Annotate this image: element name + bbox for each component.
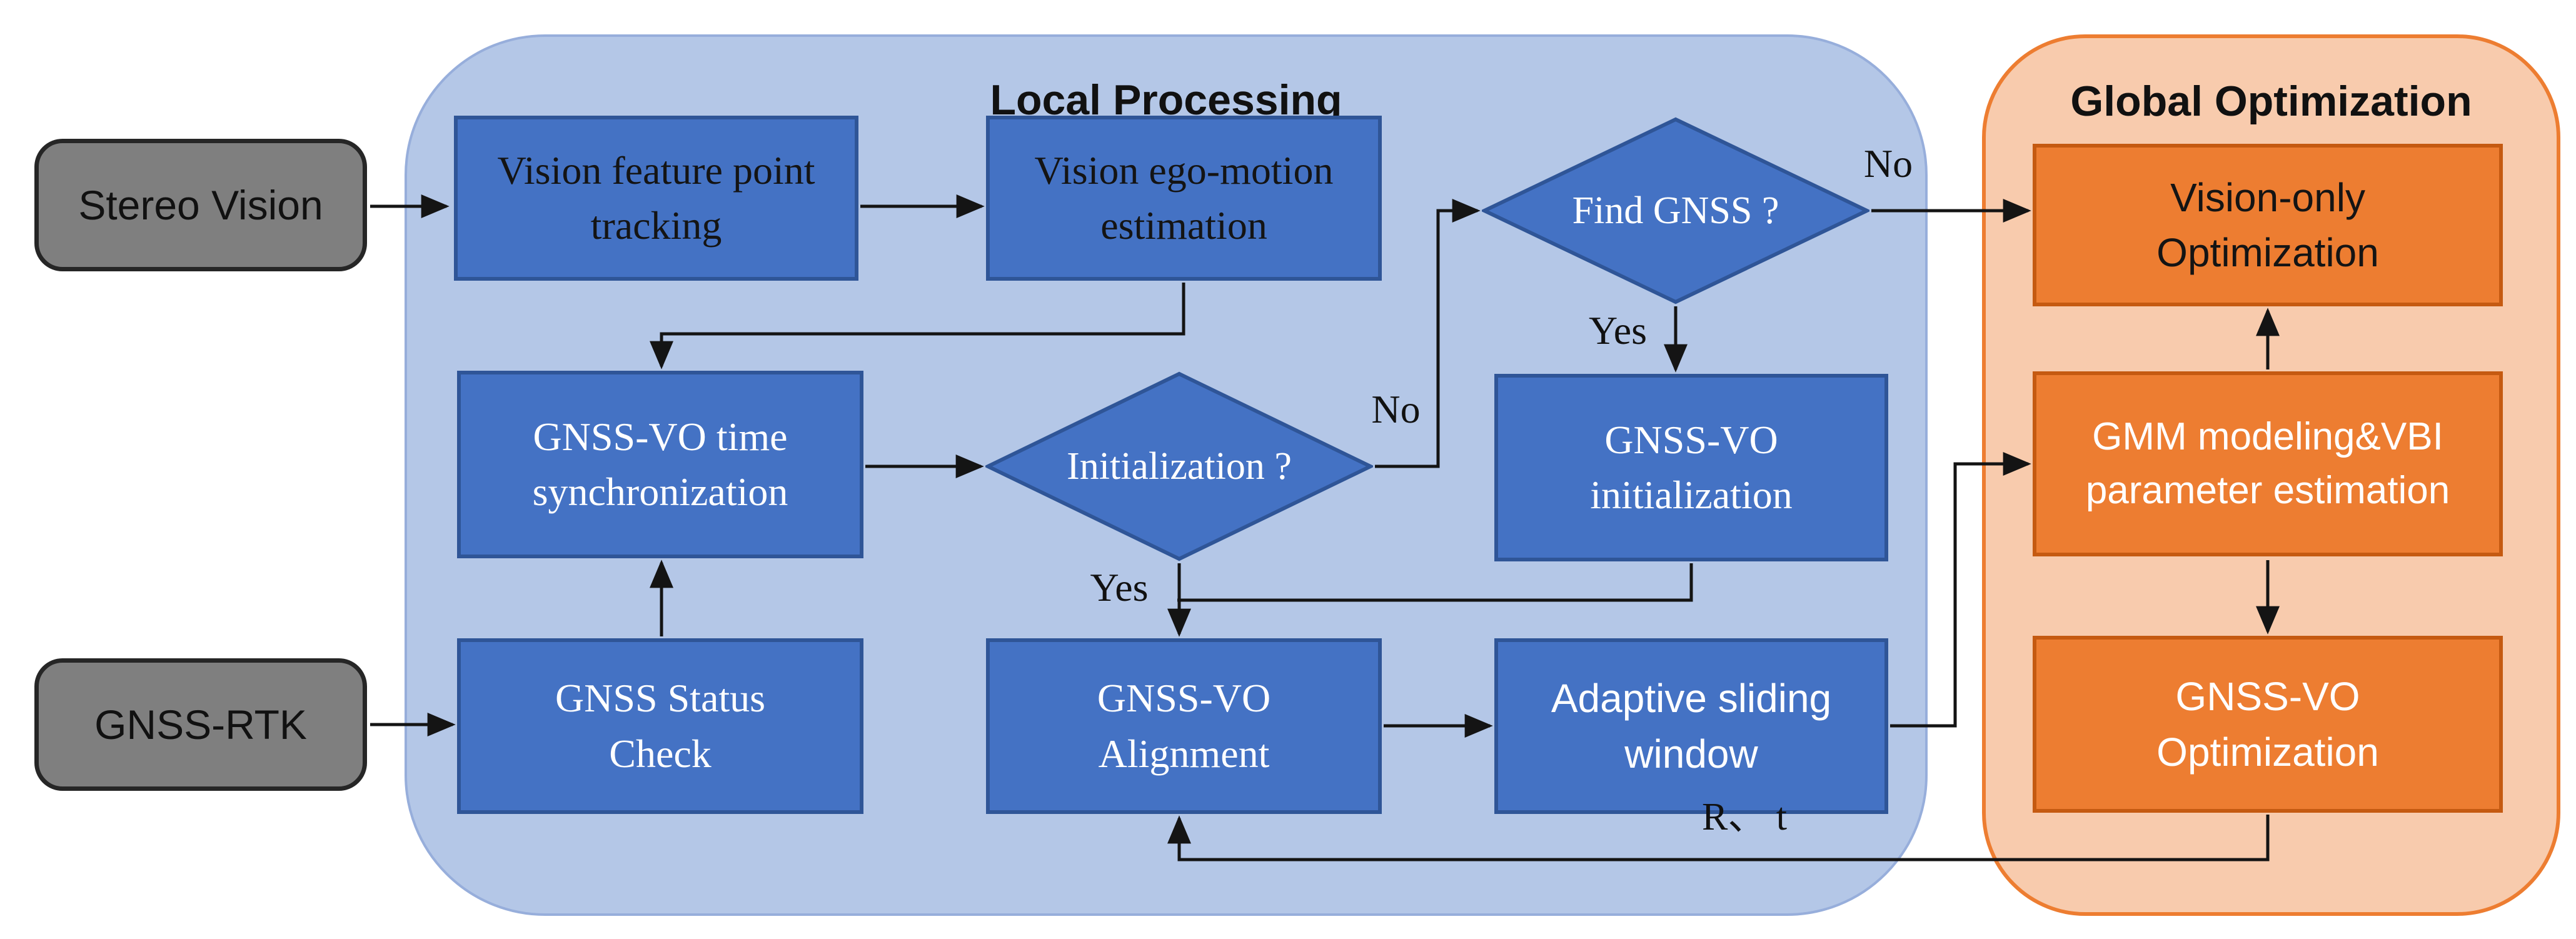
decision-initialization: Initialization ? [985, 371, 1373, 561]
label-initialization-yes: Yes [1090, 565, 1149, 610]
node-adaptive-sliding-window: Adaptive sliding window [1494, 638, 1888, 814]
node-gmm-vbi-estimation: GMM modeling&VBI parameter estimation [2033, 371, 2503, 556]
node-gnss-vo-alignment: GNSS-VO Alignment [986, 638, 1382, 814]
node-gnss-status-check: GNSS Status Check [457, 638, 863, 814]
initialization-label: Initialization ? [1067, 444, 1292, 488]
node-gnss-vo-optimization: GNSS-VO Optimization [2033, 636, 2503, 813]
node-gnss-vo-time-sync: GNSS-VO time synchronization [457, 371, 863, 558]
label-initialization-no: No [1371, 387, 1421, 431]
node-vision-feature-tracking: Vision feature point tracking [454, 116, 858, 281]
label-find-gnss-no: No [1863, 141, 1913, 186]
node-vision-only-optimization: Vision-only Optimization [2033, 144, 2503, 306]
find-gnss-label: Find GNSS ? [1572, 189, 1779, 232]
label-rt-feedback: R、 t [1701, 796, 1788, 838]
node-stereo-vision: Stereo Vision [34, 139, 367, 271]
node-gnss-vo-initialization: GNSS-VO initialization [1494, 374, 1888, 561]
node-gnss-rtk: GNSS-RTK [34, 658, 367, 791]
find-gnss-diamond-shape [1482, 117, 1869, 304]
node-vision-ego-motion: Vision ego-motion estimation [986, 116, 1382, 281]
initialization-diamond-polygon [985, 371, 1373, 561]
initialization-diamond-shape [985, 371, 1373, 561]
label-find-gnss-yes: Yes [1588, 308, 1648, 353]
global-optimization-title: Global Optimization [2070, 78, 2472, 125]
find-gnss-diamond-polygon [1482, 117, 1869, 304]
decision-find-gnss: Find GNSS ? [1482, 117, 1869, 304]
